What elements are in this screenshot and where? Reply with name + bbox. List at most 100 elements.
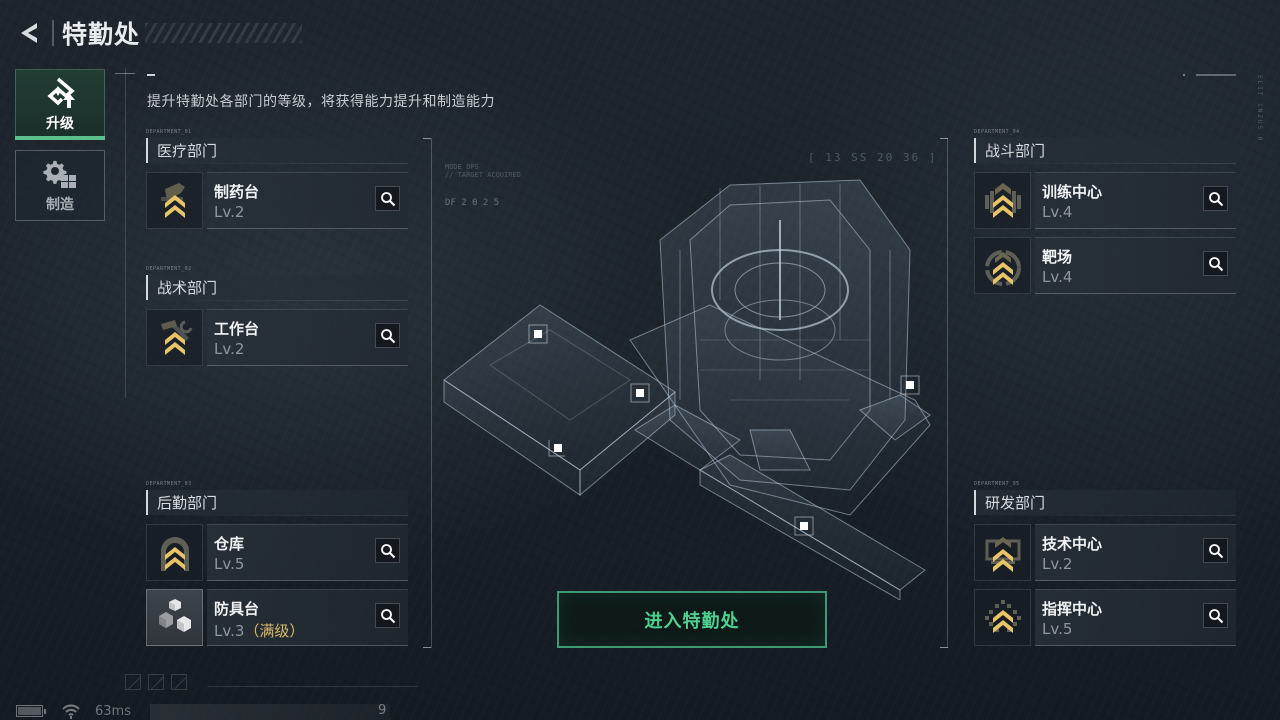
inspect-button[interactable] — [1203, 186, 1228, 211]
facility-item[interactable]: 训练中心 Lv.4 — [974, 172, 1236, 229]
facility-card[interactable]: 指挥中心 Lv.5 — [1035, 589, 1236, 646]
facility-card[interactable]: 靶场 Lv.4 — [1035, 237, 1236, 294]
map-marker[interactable] — [534, 330, 542, 338]
facility-item[interactable]: 靶场 Lv.4 — [974, 237, 1236, 294]
map-right-bracket — [947, 138, 948, 648]
hud-df-code: DF 2 0 2 5 — [445, 198, 500, 208]
battery-icon — [16, 705, 46, 717]
enter-special-ops-button[interactable]: 进入特勤处 — [557, 591, 827, 648]
back-button[interactable] — [14, 15, 46, 51]
department-tactical: DEPARTMENT_02 战术部门 工作台 Lv.2 — [146, 266, 408, 366]
map-markers — [534, 330, 914, 530]
facility-level: Lv.3（满级） — [214, 620, 304, 641]
department-header: 战斗部门 — [974, 138, 1236, 164]
facility-name: 靶场 — [1042, 248, 1073, 266]
search-icon — [380, 608, 395, 623]
facility-item[interactable]: 制药台 Lv.2 — [146, 172, 408, 229]
facility-item[interactable]: 技术中心 Lv.2 — [974, 524, 1236, 581]
facility-item[interactable]: 防具台 Lv.3（满级） — [146, 589, 408, 646]
inspect-button[interactable] — [375, 538, 400, 563]
search-icon — [380, 191, 395, 206]
vertical-hud-text: ELIT 1NZUS 0 — [1256, 75, 1263, 143]
facility-card[interactable]: 技术中心 Lv.2 — [1035, 524, 1236, 581]
level-value: Lv.3 — [214, 622, 245, 640]
pharmacy-icon — [146, 172, 203, 229]
facility-level: Lv.2 — [214, 340, 245, 358]
page-title: 特勤处 — [62, 20, 141, 49]
department-combat: DEPARTMENT_04 战斗部门 训练中心 Lv.4 — [974, 129, 1236, 294]
header-divider — [52, 20, 54, 46]
nav-tab-upgrade[interactable]: 升级 — [15, 69, 105, 140]
inspect-button[interactable] — [375, 603, 400, 628]
facility-item[interactable]: 工作台 Lv.2 — [146, 309, 408, 366]
department-header: 后勤部门 — [146, 490, 408, 516]
enter-button-label: 进入特勤处 — [644, 610, 740, 632]
map-marker[interactable] — [636, 389, 644, 397]
department-tag: DEPARTMENT_01 — [146, 129, 192, 135]
chat-bar[interactable] — [150, 704, 390, 720]
facility-card[interactable]: 仓库 Lv.5 — [207, 524, 408, 581]
decor-box — [148, 674, 164, 690]
search-icon — [1208, 543, 1223, 558]
bracket-tick — [940, 138, 948, 139]
workbench-icon — [146, 309, 203, 366]
decor-line — [1196, 74, 1236, 76]
map-marker[interactable] — [906, 381, 914, 389]
facility-name: 训练中心 — [1042, 183, 1103, 201]
department-header: 战术部门 — [146, 275, 408, 301]
desc-dash — [147, 74, 155, 76]
warehouse-icon — [146, 524, 203, 581]
max-level-badge: （满级） — [244, 622, 305, 640]
facility-blueprint-map[interactable] — [430, 140, 950, 600]
cross-decoration — [115, 73, 135, 74]
department-tag: DEPARTMENT_03 — [146, 481, 192, 487]
search-icon — [1208, 608, 1223, 623]
facility-level: Lv.5 — [214, 555, 245, 573]
decor-box — [125, 674, 141, 690]
facility-name: 工作台 — [214, 320, 260, 338]
map-marker[interactable] — [800, 522, 808, 530]
facility-level: Lv.5 — [1042, 620, 1073, 638]
map-marker[interactable] — [554, 444, 562, 452]
facility-level: Lv.2 — [214, 203, 245, 221]
facility-item[interactable]: 仓库 Lv.5 — [146, 524, 408, 581]
department-medical: DEPARTMENT_01 医疗部门 制药台 Lv.2 — [146, 129, 408, 229]
wifi-icon — [62, 704, 80, 719]
bottom-decor-boxes — [125, 674, 187, 690]
training-center-icon — [974, 172, 1031, 229]
department-tag: DEPARTMENT_05 — [974, 481, 1020, 487]
page-header: 特勤处 — [14, 14, 140, 52]
facility-card[interactable]: 制药台 Lv.2 — [207, 172, 408, 229]
gear-craft-icon — [43, 160, 76, 188]
facility-name: 指挥中心 — [1042, 600, 1103, 618]
inspect-button[interactable] — [375, 323, 400, 348]
inspect-button[interactable] — [1203, 251, 1228, 276]
hud-label: MODE OPS// TARGET ACQUIRED — [445, 163, 521, 179]
facility-name: 技术中心 — [1042, 535, 1103, 553]
inspect-button[interactable] — [1203, 538, 1228, 563]
nav-divider — [125, 68, 126, 398]
facility-level: Lv.2 — [1042, 555, 1073, 573]
back-chevron-icon — [21, 23, 37, 43]
department-research: DEPARTMENT_05 研发部门 技术中心 Lv.2 — [974, 481, 1236, 646]
inspect-button[interactable] — [1203, 603, 1228, 628]
search-icon — [1208, 256, 1223, 271]
inspect-button[interactable] — [375, 186, 400, 211]
facility-name: 制药台 — [214, 183, 260, 201]
nav-tab-craft[interactable]: 制造 — [15, 150, 105, 221]
upgrade-icon — [47, 77, 75, 108]
shooting-range-icon — [974, 237, 1031, 294]
page-description: 提升特勤处各部门的等级，将获得能力提升和制造能力 — [147, 94, 495, 110]
department-header: 医疗部门 — [146, 138, 408, 164]
facility-item[interactable]: 指挥中心 Lv.5 — [974, 589, 1236, 646]
facility-card[interactable]: 训练中心 Lv.4 — [1035, 172, 1236, 229]
bracket-tick — [423, 138, 431, 139]
facility-card[interactable]: 工作台 Lv.2 — [207, 309, 408, 366]
department-tag: DEPARTMENT_04 — [974, 129, 1020, 135]
decor-box — [171, 674, 187, 690]
network-ping: 63ms — [95, 703, 131, 719]
search-icon — [380, 328, 395, 343]
facility-card[interactable]: 防具台 Lv.3（满级） — [207, 589, 408, 646]
armor-bench-icon — [146, 589, 203, 646]
system-status-bar: 63ms — [16, 702, 131, 720]
